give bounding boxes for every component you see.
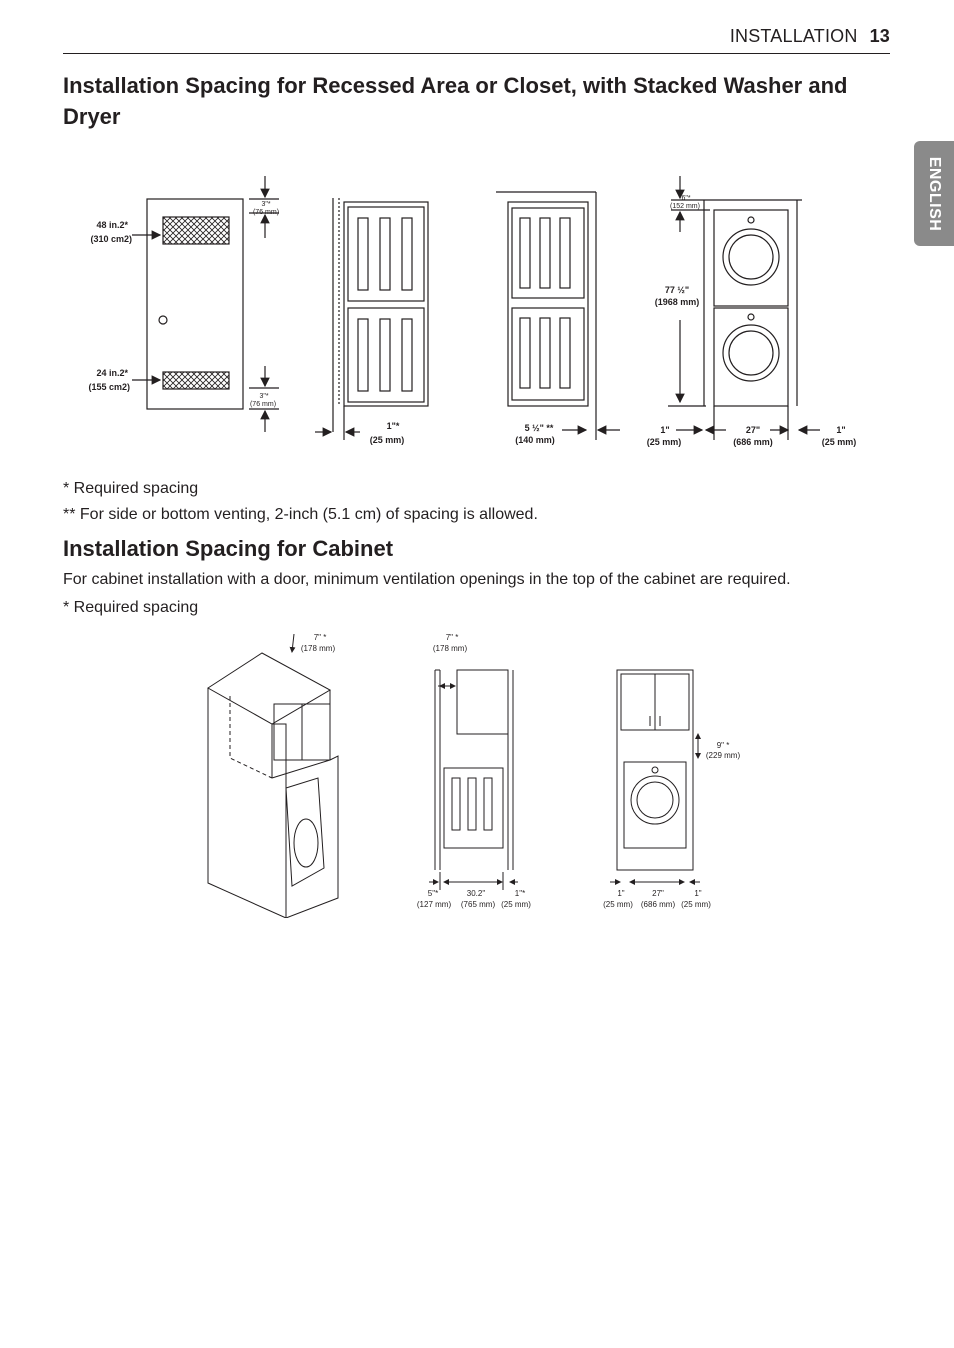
cabinet-top [207,652,332,725]
cabinet-spacing-figure: 7" * (178 mm) 7" * (178 mm) 5"* (127 mm)… [207,633,741,918]
label-cab2-right-metric: (25 mm) [501,900,531,909]
label-cab2-width: 30.2" [467,889,486,898]
stack-front-washer [713,307,789,407]
label-cab3-width-metric: (686 mm) [641,900,676,909]
label-top-gap-metric: (76 mm) [253,209,279,216]
label-cab2-left: 5"* [428,889,438,898]
label-bottom-gap-metric: (76 mm) [250,401,276,408]
label-left-gap: 1" [660,425,669,435]
label-side-gap: 1"* [387,421,400,431]
label-bottom-gap: 3"* [259,393,268,400]
note-venting: ** For side or bottom venting, 2-inch (5… [63,506,538,523]
label-cab2-left-metric: (127 mm) [417,900,452,909]
label-cab1-top: 7" * [314,633,327,642]
label-side-gap-metric: (25 mm) [370,435,405,445]
section2-body: For cabinet installation with a door, mi… [63,571,791,588]
label-vent-top-area: 48 in.2* [96,220,128,230]
label-width-metric: (686 mm) [733,437,773,447]
label-rear-gap: 5 ½" ** [525,423,554,433]
label-cab3-right-metric: (25 mm) [681,900,711,909]
stack-side-1 [343,201,429,407]
cabinet-side-upper [456,669,509,735]
label-cab3-width: 27" [652,889,664,898]
header-rule [63,53,890,54]
stack-side-2 [507,201,589,407]
label-left-gap-metric: (25 mm) [647,437,682,447]
label-top-clearance-metric: (152 mm) [670,203,700,210]
bottom-vent [162,371,230,390]
closet-spacing-figure: 48 in.2* (310 cm2) 24 in.2* (155 cm2) 3"… [88,176,857,447]
label-height: 77 ½" [665,285,689,295]
note-required: * Required spacing [63,480,199,497]
label-cab3-left-metric: (25 mm) [603,900,633,909]
language-tab-label: ENGLISH [926,156,943,231]
label-vent-bottom-metric: (155 cm2) [88,382,130,392]
stack-front-dryer [713,209,789,307]
label-width: 27" [746,425,760,435]
label-rear-gap-metric: (140 mm) [515,435,555,445]
label-cab3-left: 1" [617,889,624,898]
closet-door [146,198,244,410]
label-cab2-top-metric: (178 mm) [433,644,468,653]
label-right-gap: 1" [836,425,845,435]
label-cab3-gap: 9" * [717,741,730,750]
label-top-clearance: 6"* [681,195,690,202]
header-section: INSTALLATION [729,26,858,46]
label-cab1-top-metric: (178 mm) [301,644,336,653]
label-cab2-right: 1"* [515,889,525,898]
cabinet-front-washer [623,761,687,849]
section1-title: Installation Spacing for Recessed Area o… [63,73,848,129]
label-height-metric: (1968 mm) [655,297,700,307]
section2-title: Installation Spacing for Cabinet [63,536,394,561]
label-cab3-right: 1" [694,889,701,898]
page-number: 13 [869,26,890,46]
label-cab2-width-metric: (765 mm) [461,900,496,909]
label-right-gap-metric: (25 mm) [822,437,857,447]
section2-note: * Required spacing [63,599,199,616]
label-cab2-top: 7" * [446,633,459,642]
label-vent-top-metric: (310 cm2) [90,234,132,244]
label-top-gap: 3"* [261,201,270,208]
label-vent-bottom-area: 24 in.2* [96,368,128,378]
cabinet-washer [285,777,325,887]
label-cab3-gap-metric: (229 mm) [706,751,741,760]
running-header: INSTALLATION 13 [730,26,890,47]
cabinet-side-washer [443,767,504,849]
language-tab: ENGLISH [914,141,954,246]
top-vent [162,216,230,245]
cabinet-front [616,669,694,871]
